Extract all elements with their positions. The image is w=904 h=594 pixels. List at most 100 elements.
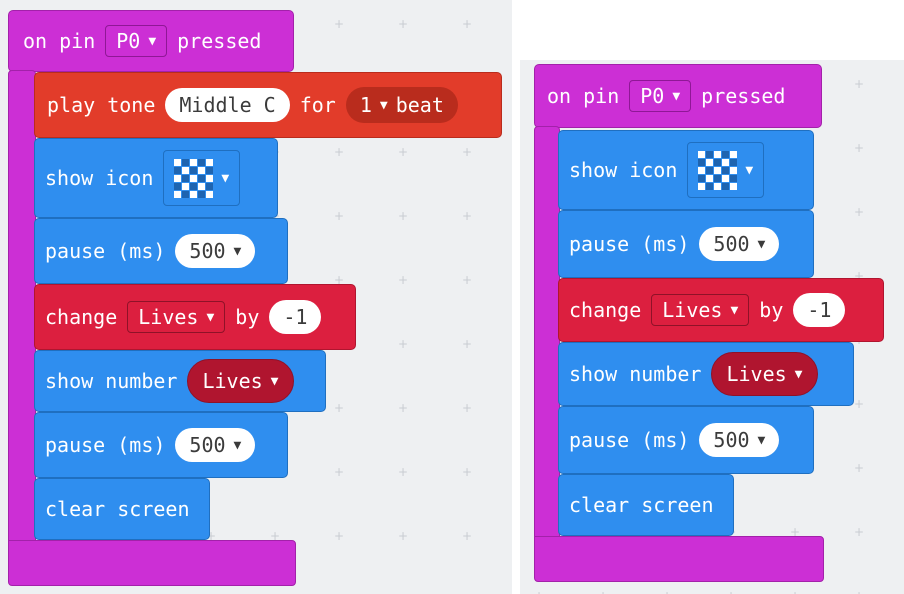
led-pixel	[730, 166, 738, 174]
grid-plus-mark: +	[334, 401, 345, 415]
pin-value: P0	[640, 84, 665, 108]
change-variable-block[interactable]: change Lives ▼ by -1	[558, 278, 884, 342]
pause-duration-dropdown[interactable]: 500 ▼	[699, 227, 780, 261]
led-pixel	[706, 150, 714, 158]
led-pixel	[182, 158, 190, 166]
show-number-label: show number	[45, 369, 178, 393]
grid-plus-mark: +	[398, 529, 409, 543]
pressed-label: pressed	[177, 29, 262, 53]
led-pixel	[714, 150, 722, 158]
grid-plus-mark: +	[726, 590, 736, 594]
led-matrix-icon	[174, 158, 214, 198]
pressed-label: pressed	[701, 84, 786, 108]
pause-duration-dropdown[interactable]: 500 ▼	[175, 234, 256, 268]
grid-plus-mark: +	[398, 17, 409, 31]
led-pixel	[698, 150, 706, 158]
workspace-left[interactable]: ++++++++++++++++++++++++++++++++++++++++…	[0, 0, 512, 594]
led-pixel	[722, 182, 730, 190]
grid-plus-mark: +	[398, 145, 409, 159]
clear-screen-block[interactable]: clear screen	[34, 478, 210, 540]
led-pixel	[706, 182, 714, 190]
show-icon-label: show icon	[45, 166, 154, 190]
led-pixel	[730, 174, 738, 182]
icon-dropdown[interactable]: ▼	[163, 150, 241, 206]
beat-label: beat	[395, 93, 444, 117]
pause-block-1[interactable]: pause (ms) 500 ▼	[558, 210, 814, 278]
led-pixel	[174, 174, 182, 182]
led-pixel	[174, 182, 182, 190]
beat-dropdown[interactable]: 1 ▼ beat	[345, 87, 458, 123]
pause-duration-dropdown[interactable]: 500 ▼	[175, 428, 256, 462]
on-pin-pressed-header[interactable]: on pin P0 ▼ pressed	[534, 64, 822, 128]
led-pixel	[722, 174, 730, 182]
pause-duration-dropdown[interactable]: 500 ▼	[699, 423, 780, 457]
grid-plus-mark: +	[334, 273, 345, 287]
led-pixel	[174, 166, 182, 174]
grid-plus-mark: +	[462, 465, 473, 479]
grid-plus-mark: +	[398, 465, 409, 479]
grid-plus-mark: +	[334, 145, 345, 159]
led-pixel	[206, 182, 214, 190]
show-number-block[interactable]: show number Lives ▼	[34, 350, 326, 412]
caret-down-icon: ▼	[757, 236, 766, 252]
led-pixel	[698, 158, 706, 166]
variable-dropdown[interactable]: Lives ▼	[651, 294, 750, 326]
led-pixel	[206, 190, 214, 198]
led-pixel	[714, 182, 722, 190]
caret-down-icon: ▼	[233, 437, 242, 453]
led-pixel	[190, 174, 198, 182]
play-tone-block[interactable]: play tone Middle C for 1 ▼ beat	[34, 72, 502, 138]
for-label: for	[299, 93, 336, 117]
show-icon-block[interactable]: show icon ▼	[558, 130, 814, 210]
show-icon-block[interactable]: show icon ▼	[34, 138, 278, 218]
led-pixel	[714, 174, 722, 182]
pin-dropdown[interactable]: P0 ▼	[629, 80, 692, 112]
clear-screen-block[interactable]: clear screen	[558, 474, 734, 536]
grid-plus-mark: +	[854, 525, 865, 539]
change-label: change	[45, 305, 118, 329]
caret-down-icon: ▼	[270, 373, 279, 389]
grid-plus-mark: +	[854, 461, 865, 475]
grid-plus-mark: +	[334, 529, 345, 543]
pause-label: pause (ms)	[45, 239, 166, 263]
variable-reporter-dropdown[interactable]: Lives ▼	[711, 352, 818, 396]
workspace-right[interactable]: ++++++++++++++++++++++++++++++++++++++++…	[520, 60, 904, 594]
change-amount-input[interactable]: -1	[269, 300, 322, 334]
icon-dropdown[interactable]: ▼	[687, 142, 765, 198]
pause-block-2[interactable]: pause (ms) 500 ▼	[34, 412, 288, 478]
grid-plus-mark: +	[398, 209, 409, 223]
pause-block-1[interactable]: pause (ms) 500 ▼	[34, 218, 288, 284]
caret-down-icon: ▼	[221, 170, 230, 186]
clear-screen-label: clear screen	[569, 493, 714, 517]
led-pixel	[722, 158, 730, 166]
grid-plus-mark: +	[462, 145, 473, 159]
grid-plus-mark: +	[398, 401, 409, 415]
pause-label: pause (ms)	[569, 232, 690, 256]
led-pixel	[182, 166, 190, 174]
clear-screen-label: clear screen	[45, 497, 190, 521]
grid-plus-mark: +	[270, 529, 281, 543]
pin-dropdown[interactable]: P0 ▼	[105, 25, 168, 57]
grid-plus-mark: +	[462, 209, 473, 223]
grid-plus-mark: +	[206, 529, 217, 543]
note-input[interactable]: Middle C	[165, 88, 290, 122]
led-pixel	[182, 190, 190, 198]
caret-down-icon: ▼	[206, 309, 215, 325]
grid-plus-mark: +	[598, 590, 608, 594]
on-pin-pressed-header[interactable]: on pin P0 ▼ pressed	[8, 10, 294, 72]
grid-plus-mark: +	[854, 141, 865, 155]
change-variable-block[interactable]: change Lives ▼ by -1	[34, 284, 356, 350]
c-block-arm	[534, 126, 560, 548]
show-icon-label: show icon	[569, 158, 678, 182]
grid-plus-mark: +	[662, 590, 672, 594]
variable-dropdown[interactable]: Lives ▼	[127, 301, 226, 333]
pause-block-2[interactable]: pause (ms) 500 ▼	[558, 406, 814, 474]
variable-reporter-dropdown[interactable]: Lives ▼	[187, 359, 294, 403]
led-pixel	[206, 166, 214, 174]
grid-plus-mark: +	[462, 529, 473, 543]
led-pixel	[198, 174, 206, 182]
grid-plus-mark: +	[854, 205, 865, 219]
change-amount-input[interactable]: -1	[793, 293, 846, 327]
led-pixel	[174, 190, 182, 198]
show-number-block[interactable]: show number Lives ▼	[558, 342, 854, 406]
